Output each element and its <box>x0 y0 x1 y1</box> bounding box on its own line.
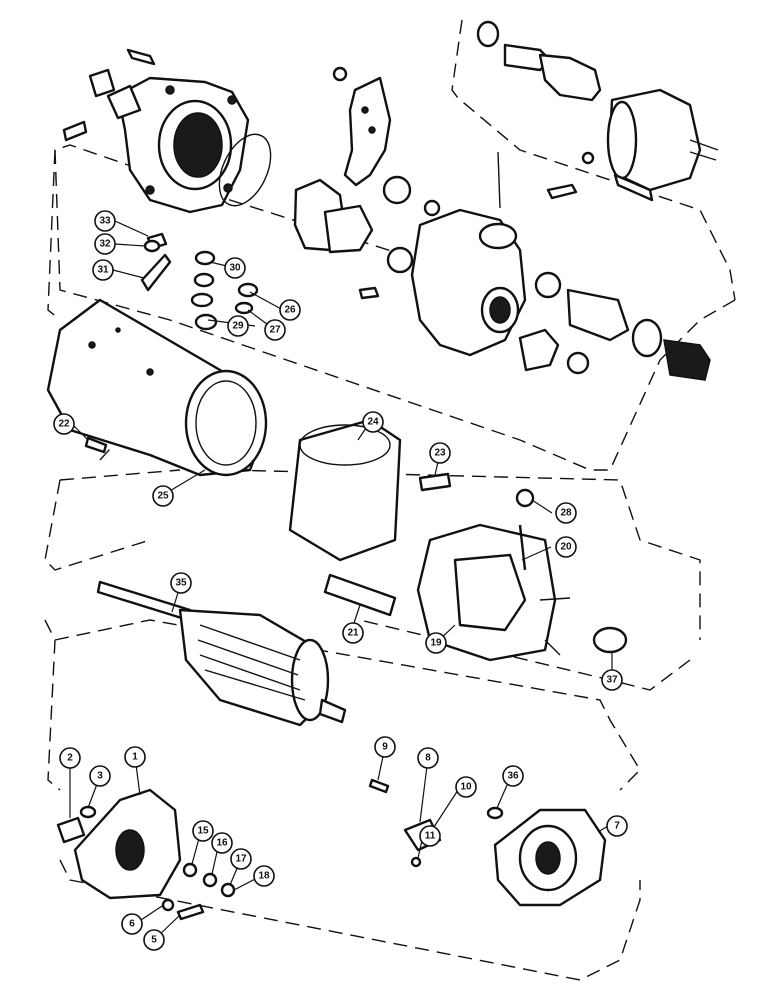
callout-24: 24 <box>362 411 384 433</box>
callout-17: 17 <box>230 848 252 870</box>
callout-8: 8 <box>417 747 439 769</box>
callout-1: 1 <box>124 746 146 768</box>
terminal-hardware <box>84 232 259 454</box>
callout-6: 6 <box>121 913 143 935</box>
svg-text:25: 25 <box>157 491 169 502</box>
callout-22: 22 <box>53 413 75 435</box>
callout-32: 32 <box>94 233 116 255</box>
svg-text:2: 2 <box>67 753 73 764</box>
callout-20: 20 <box>555 536 577 558</box>
shift-lever <box>332 66 392 187</box>
callout-25: 25 <box>152 485 174 507</box>
callout-29: 29 <box>227 315 249 337</box>
callout-11: 11 <box>419 825 441 847</box>
svg-text:22: 22 <box>58 419 70 430</box>
callout-23: 23 <box>429 442 451 464</box>
svg-text:36: 36 <box>507 771 519 782</box>
svg-text:17: 17 <box>235 854 247 865</box>
callout-10: 10 <box>455 776 477 798</box>
svg-text:31: 31 <box>97 265 109 276</box>
callout-5: 5 <box>143 929 165 951</box>
svg-text:33: 33 <box>99 216 111 227</box>
callout-2: 2 <box>59 747 81 769</box>
callout-37: 37 <box>601 669 623 691</box>
svg-text:11: 11 <box>425 831 436 842</box>
svg-text:37: 37 <box>606 675 618 686</box>
svg-text:26: 26 <box>284 305 296 316</box>
svg-text:16: 16 <box>216 838 228 849</box>
callout-33: 33 <box>94 210 116 232</box>
callout-27: 27 <box>264 319 286 341</box>
svg-text:15: 15 <box>197 826 209 837</box>
svg-text:19: 19 <box>430 638 442 649</box>
callout-16: 16 <box>211 832 233 854</box>
svg-text:21: 21 <box>347 628 359 639</box>
svg-text:29: 29 <box>232 321 244 332</box>
callout-30: 30 <box>224 257 246 279</box>
callout-7: 7 <box>606 815 628 837</box>
callout-35: 35 <box>170 572 192 594</box>
callout-15: 15 <box>192 820 214 842</box>
callout-19: 19 <box>425 632 447 654</box>
svg-text:5: 5 <box>151 935 157 946</box>
svg-text:6: 6 <box>129 919 135 930</box>
terminal-strap <box>323 573 397 617</box>
svg-text:32: 32 <box>99 239 111 250</box>
armature <box>96 580 347 727</box>
field-frame <box>46 298 268 477</box>
svg-text:35: 35 <box>175 578 187 589</box>
callout-3: 3 <box>89 765 111 787</box>
center-housing <box>293 151 711 381</box>
drive-housing <box>62 48 272 214</box>
svg-text:28: 28 <box>560 508 572 519</box>
field-coils <box>416 488 571 662</box>
svg-text:8: 8 <box>425 753 431 764</box>
svg-text:24: 24 <box>367 417 379 428</box>
insulator-band <box>288 418 402 562</box>
callout-31: 31 <box>92 259 114 281</box>
svg-text:27: 27 <box>269 325 281 336</box>
callout-18: 18 <box>253 865 275 887</box>
group-boundaries <box>44 19 736 981</box>
svg-text:20: 20 <box>560 542 572 553</box>
callout-36: 36 <box>502 765 524 787</box>
svg-text:10: 10 <box>460 782 472 793</box>
commutator-end-frame <box>493 808 607 907</box>
svg-text:3: 3 <box>97 771 103 782</box>
callout-9: 9 <box>374 736 396 758</box>
solenoid-assembly <box>476 20 719 202</box>
svg-text:18: 18 <box>258 871 270 882</box>
bearing <box>592 626 628 654</box>
svg-text:23: 23 <box>434 448 446 459</box>
svg-text:7: 7 <box>614 821 620 832</box>
callout-28: 28 <box>555 502 577 524</box>
drive-end-plate <box>56 788 182 900</box>
callout-21: 21 <box>342 622 364 644</box>
callout-26: 26 <box>279 299 301 321</box>
insulator-piece <box>418 472 452 492</box>
svg-text:30: 30 <box>229 263 241 274</box>
svg-text:9: 9 <box>382 742 388 753</box>
svg-text:1: 1 <box>132 752 138 763</box>
